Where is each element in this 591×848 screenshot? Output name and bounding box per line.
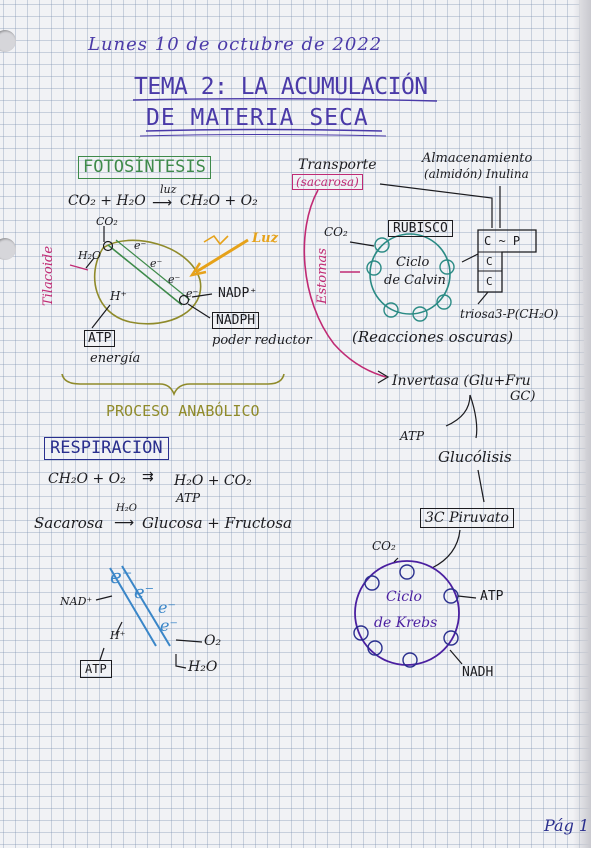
light-ray xyxy=(195,238,249,274)
energia-label: energía xyxy=(90,351,141,366)
h2o-arrow xyxy=(85,257,95,269)
invertasa-label: Invertasa (Glu+Fru xyxy=(392,373,531,389)
calvin-co2: CO₂ xyxy=(324,225,348,239)
resp-electron-1: e⁻ xyxy=(110,564,133,588)
resp-eq-left: CH₂O + O₂ xyxy=(48,471,126,487)
title-underline-3 xyxy=(139,134,387,137)
membrane-line xyxy=(107,244,183,306)
resp-nad: NAD⁺ xyxy=(60,595,93,608)
ps-electron-4: e⁻ xyxy=(186,287,199,300)
date-line: Lunes 10 de octubre de 2022 xyxy=(88,34,383,55)
krebs-nadh: NADH xyxy=(462,665,494,680)
resp-hplus: H⁺ xyxy=(110,629,126,642)
double-arrow-icon: ⇉ xyxy=(142,469,154,485)
nadp-label: NADP⁺ xyxy=(218,286,258,301)
sacarosa-eq-right: Glucosa + Fructosa xyxy=(142,514,292,532)
calvin-de-calvin-label: de Calvin xyxy=(384,273,446,288)
ps-electron-3: e⁻ xyxy=(168,273,181,286)
nadph-arrow xyxy=(187,303,211,319)
page-title-line-1: TEMA 2: LA ACUMULACIÓN xyxy=(134,74,428,100)
resp-atp-box: ATP xyxy=(80,660,112,678)
page-title-line-2: DE MATERIA SECA xyxy=(146,105,369,131)
calvin-co2-arrow xyxy=(349,241,375,247)
photosynthesis-eq-left: CO₂ + H₂O xyxy=(68,193,146,209)
arrow-right-icon-2: ⟶ xyxy=(114,515,135,531)
ps-electron-1: e⁻ xyxy=(134,239,147,252)
nadp-arrow xyxy=(191,293,213,298)
rubisco-box: RUBISCO xyxy=(388,220,453,237)
resp-electron-2: e⁻ xyxy=(134,582,155,603)
nadp-port xyxy=(178,294,190,306)
co2-port xyxy=(102,240,114,252)
respiracion-heading: RESPIRACIÓN xyxy=(44,437,169,460)
page-edge-shadow xyxy=(573,0,591,848)
krebs-ciclo-label: Ciclo xyxy=(386,589,422,605)
almidon-inulina-label: (almidón) Inulina xyxy=(424,167,529,181)
atp-arrow xyxy=(91,304,111,329)
sacarosa-eq-left: Sacarosa xyxy=(34,514,104,532)
c-p-label: C ~ P xyxy=(484,234,521,248)
krebs-co2: CO₂ xyxy=(372,539,396,553)
invertasa-atp: ATP xyxy=(400,429,425,443)
curly-brace xyxy=(61,373,285,397)
fotosintesis-heading: FOTOSÍNTESIS xyxy=(78,156,211,179)
membrane-line-2 xyxy=(115,239,191,301)
respiration-membrane xyxy=(109,567,157,647)
resp-eq-atp: ATP xyxy=(176,491,201,505)
tilacoide-label: Tilacoide xyxy=(41,245,56,306)
title-underline-1 xyxy=(132,98,438,102)
almacenamiento-label: Almacenamiento xyxy=(422,151,533,166)
proceso-anabolico: PROCESO ANABÓLICO xyxy=(106,402,260,420)
ps-co2: CO₂ xyxy=(96,215,118,228)
nadph-box: NADPH xyxy=(212,312,260,329)
arrow-right-icon: ⟶ xyxy=(152,195,173,211)
resp-electron-3: e⁻ xyxy=(158,598,176,617)
transporte-label: Transporte xyxy=(298,157,377,173)
luz-label: Luz xyxy=(252,231,278,246)
krebs-atp: ATP xyxy=(480,589,504,604)
sacarosa-label: (sacarosa) xyxy=(292,174,363,190)
binder-hole-middle xyxy=(0,238,16,260)
resp-eq-right: H₂O + CO₂ xyxy=(174,473,252,489)
photosynthesis-eq-over: luz xyxy=(160,183,177,196)
krebs-cycle-ring xyxy=(354,560,460,666)
title-underline-2 xyxy=(145,128,383,132)
photosynthesis-eq-right: CH₂O + O₂ xyxy=(180,193,258,209)
ps-atp-box: ATP xyxy=(84,330,116,347)
ps-h2o: H₂O xyxy=(78,249,102,262)
c-label-2: C xyxy=(486,275,493,288)
binder-hole-top xyxy=(0,30,16,52)
transport-arrow xyxy=(379,183,493,228)
triosa-label: triosa3-P(CH₂O) xyxy=(460,307,559,321)
poder-reductor-label: poder reductor xyxy=(212,333,312,348)
reacciones-oscuras-label: (Reacciones oscuras) xyxy=(352,328,514,346)
estomas-label: Estomas xyxy=(315,248,330,304)
glucolisis-label: Glucólisis xyxy=(438,448,512,466)
page-number: Pág 1 xyxy=(544,816,590,835)
thylakoid-shape xyxy=(93,239,202,325)
krebs-de-krebs-label: de Krebs xyxy=(374,615,438,631)
piruvato-box: 3C Piruvato xyxy=(420,508,514,528)
sucrose-transport-curve xyxy=(303,189,387,378)
resp-o2: O₂ xyxy=(204,633,222,649)
ps-electron-2: e⁻ xyxy=(150,257,163,270)
c-label-1: C xyxy=(486,255,493,268)
resp-electron-4: e⁻ xyxy=(160,616,178,635)
ps-hplus: H⁺ xyxy=(110,289,127,303)
invertasa-gc: GC) xyxy=(510,389,536,404)
sac-h2o: H₂O xyxy=(116,503,137,514)
resp-h2o: H₂O xyxy=(188,659,218,675)
calvin-ciclo-label: Ciclo xyxy=(396,255,430,270)
tilacoide-arrow xyxy=(69,264,89,271)
